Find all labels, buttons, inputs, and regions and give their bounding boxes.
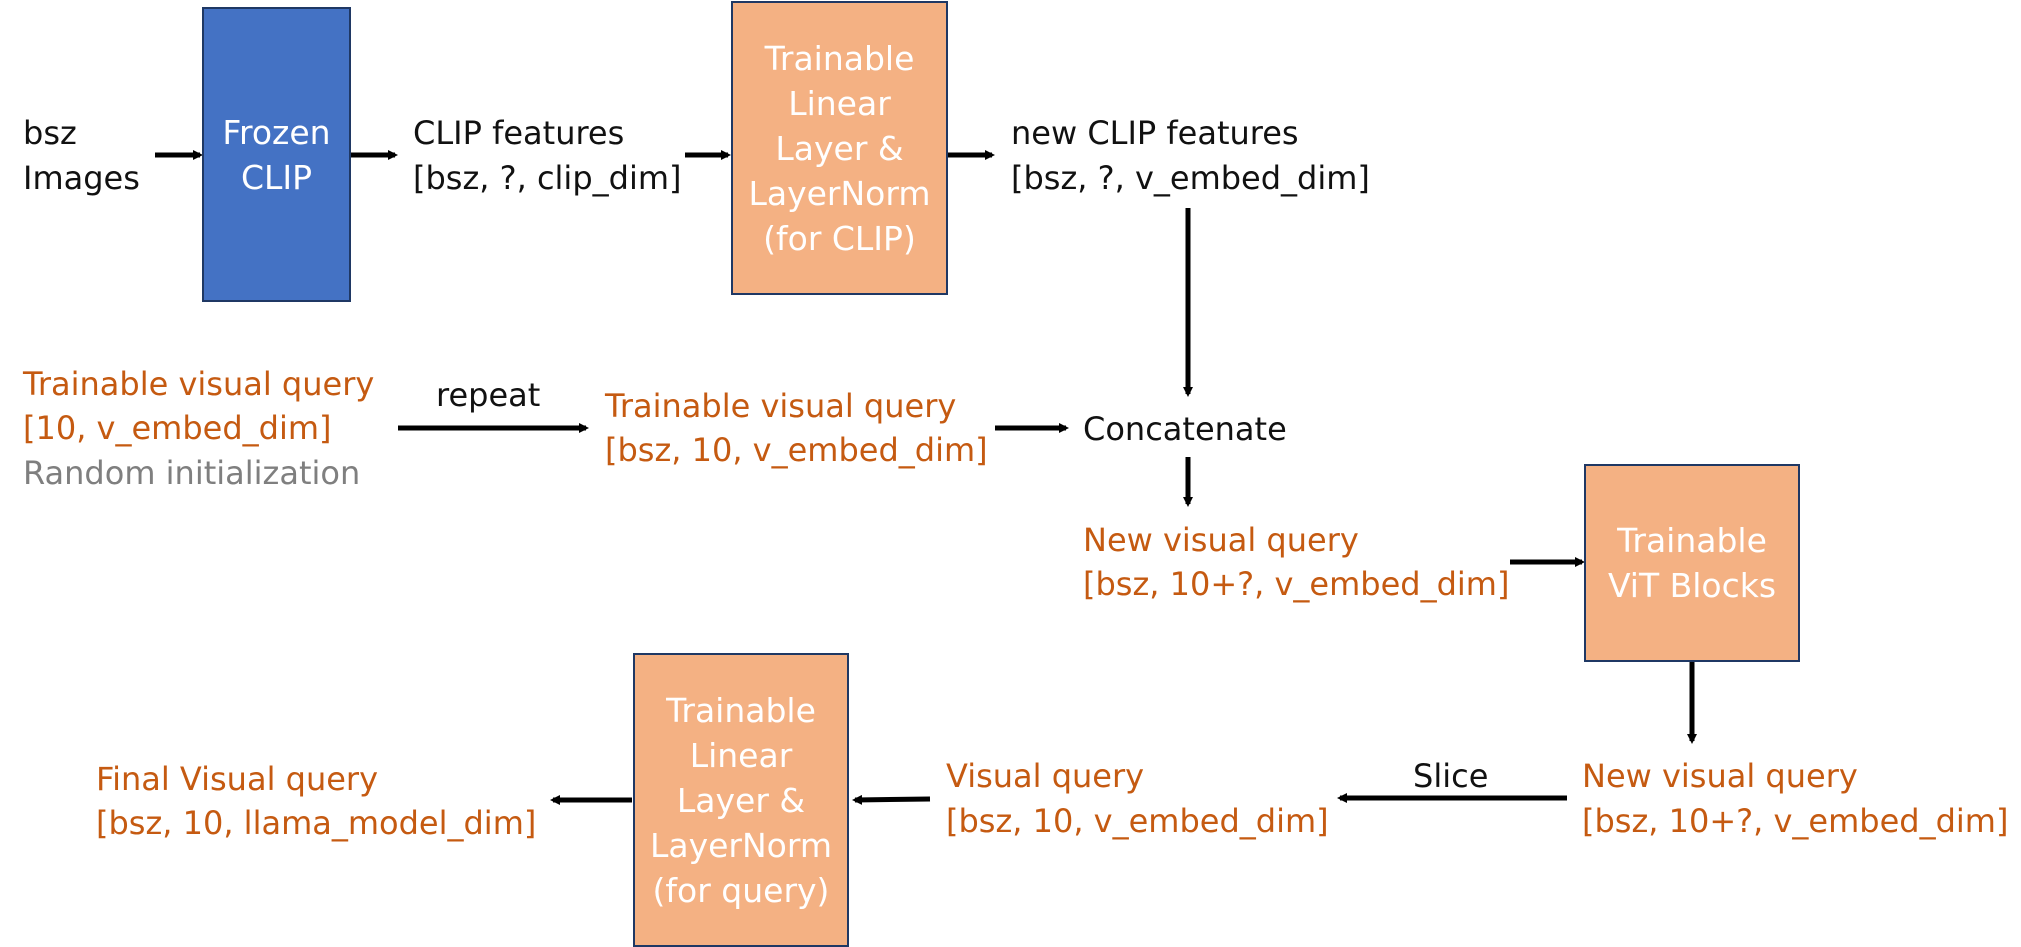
arrow-query-to-linear bbox=[852, 794, 931, 805]
slice-label: Slice bbox=[1413, 757, 1489, 795]
linear-layer-query-label: Trainable Linear Layer & LayerNorm (for … bbox=[649, 690, 832, 910]
new-visual-query-shape: [bsz, 10+?, v_embed_dim] bbox=[1083, 565, 1510, 603]
clip-features-label: CLIP features bbox=[413, 114, 625, 152]
vit-blocks-box: Trainable ViT Blocks bbox=[1584, 464, 1800, 662]
final-visual-query-label: Final Visual query bbox=[96, 760, 378, 798]
frozen-clip-box: Frozen CLIP bbox=[202, 7, 351, 302]
repeat-label: repeat bbox=[436, 376, 541, 414]
visual-query-init-label: Trainable visual query bbox=[23, 365, 375, 403]
clip-features-shape: [bsz, ?, clip_dim] bbox=[413, 159, 682, 197]
visual-query-sliced-shape: [bsz, 10, v_embed_dim] bbox=[946, 802, 1329, 840]
input-label-bsz: bsz bbox=[23, 114, 77, 152]
new-visual-query-out-shape: [bsz, 10+?, v_embed_dim] bbox=[1582, 802, 2009, 840]
new-visual-query-label: New visual query bbox=[1083, 521, 1359, 559]
visual-query-repeated-label: Trainable visual query bbox=[605, 387, 957, 425]
frozen-clip-label: Frozen CLIP bbox=[222, 112, 331, 197]
visual-query-init-shape: [10, v_embed_dim] bbox=[23, 409, 332, 447]
linear-layer-clip-box: Trainable Linear Layer & LayerNorm (for … bbox=[731, 1, 948, 295]
new-visual-query-out-label: New visual query bbox=[1582, 757, 1858, 795]
concatenate-label: Concatenate bbox=[1083, 410, 1287, 448]
visual-query-sliced-label: Visual query bbox=[946, 757, 1145, 795]
input-label-images: Images bbox=[23, 159, 140, 197]
final-visual-query-shape: [bsz, 10, llama_model_dim] bbox=[96, 804, 537, 842]
visual-query-init-note: Random initialization bbox=[23, 454, 361, 492]
visual-query-repeated-shape: [bsz, 10, v_embed_dim] bbox=[605, 431, 988, 469]
linear-layer-clip-label: Trainable Linear Layer & LayerNorm (for … bbox=[748, 38, 931, 258]
linear-layer-query-box: Trainable Linear Layer & LayerNorm (for … bbox=[633, 653, 849, 947]
new-clip-features-label: new CLIP features bbox=[1011, 114, 1299, 152]
vit-blocks-label: Trainable ViT Blocks bbox=[1607, 521, 1777, 605]
new-clip-features-shape: [bsz, ?, v_embed_dim] bbox=[1011, 159, 1370, 197]
